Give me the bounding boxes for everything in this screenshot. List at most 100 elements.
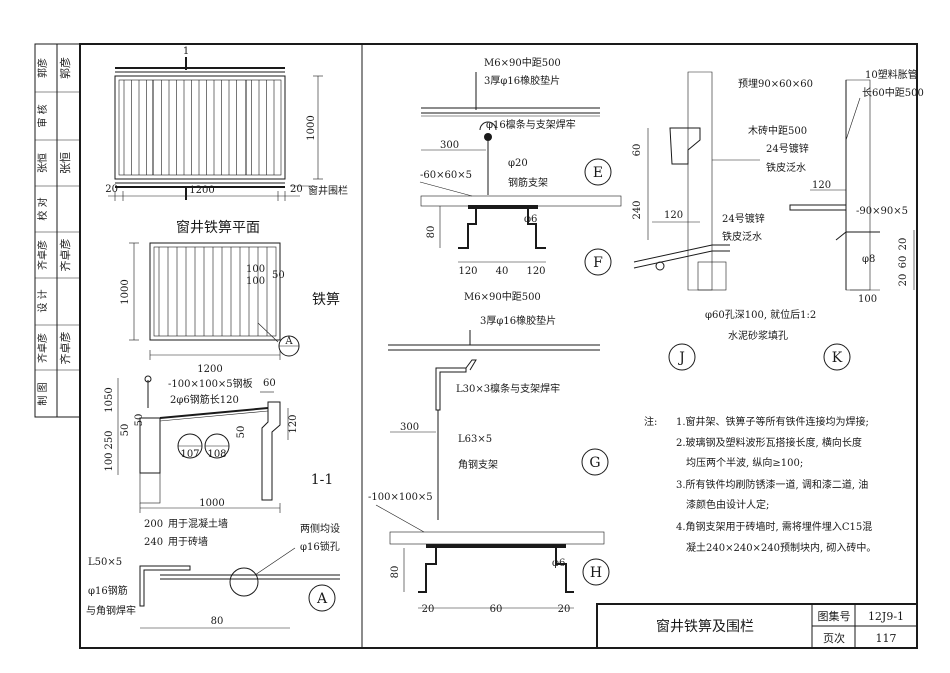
h-plate-label: -100×100×5 — [368, 492, 433, 503]
grate-dim-50: 50 — [272, 270, 285, 281]
k-pipe-label: 10塑料胀管 — [865, 68, 918, 81]
f-mark: F — [593, 255, 603, 271]
j-brick-label: 木砖中距500 — [748, 124, 807, 137]
plan-railing-label: 窗井围栏 — [308, 184, 348, 197]
k-dim-100: 100 — [858, 294, 877, 305]
sign-role-5: 设 计 — [36, 289, 49, 312]
f-mark-circle — [584, 248, 612, 276]
grate-title: 铁箅 — [312, 292, 340, 308]
f-dim-120a: 120 — [458, 266, 477, 277]
k-dim-120: 120 — [812, 180, 831, 191]
k-rod-label: φ8 — [862, 254, 875, 265]
e-mark-circle — [584, 158, 612, 186]
g-mark: G — [589, 455, 600, 471]
s11-title: 1-1 — [311, 472, 334, 488]
note-line-5: 4.角钢支架用于砖墙时, 需将埋件埋入C15混 — [676, 520, 872, 533]
e-weld-label: φ16檩条与支架焊牢 — [486, 118, 576, 131]
notes: 注: 1.窗井架、铁箅子等所有铁件连接均为焊接; 2.玻璃钢及塑料波形瓦搭接长度… — [644, 415, 876, 554]
f-rod-label: φ6 — [524, 214, 537, 225]
s11-dim-60: 60 — [263, 378, 276, 389]
section-1-1: -100×100×5钢板 2φ6钢筋长120 60 107 108 50 120… — [104, 375, 334, 548]
k-pipe-len: 长60中距500 — [862, 86, 924, 99]
g-dim-300: 300 — [400, 422, 419, 433]
e-rebar-support: 钢筋支架 — [508, 176, 548, 189]
page-no: 117 — [876, 632, 897, 645]
detail-f: φ6 80 120 40 120 F — [420, 195, 622, 277]
j-flash1-a: 24号镀锌 — [766, 142, 809, 155]
plan-title: 窗井铁箅平面 — [176, 219, 260, 236]
s11-plate-label: -100×100×5钢板 — [168, 377, 253, 390]
j-flash1-b: 铁皮泛水 — [766, 161, 806, 174]
a-weld-label: 与角钢焊牢 — [86, 604, 136, 617]
grate-dim-100b: 100 — [246, 276, 265, 287]
s11-brick-note: 用于砖墙 — [168, 535, 208, 548]
j-dim-240: 240 — [632, 200, 643, 219]
plan-view: 1 20 1200 20 1000 窗井围栏 窗井铁箅平面 — [105, 46, 348, 236]
j-embed-label: 预埋90×60×60 — [738, 78, 813, 90]
plan-section-mark: 1 — [183, 46, 189, 57]
k-dim-20b: 20 — [898, 274, 909, 287]
detail-h: -100×100×5 φ6 80 20 60 20 H — [368, 492, 610, 615]
notes-label: 注: — [644, 415, 657, 428]
s11-dim-100: 100 — [104, 452, 115, 471]
a-angle-label: L50×5 — [88, 557, 122, 568]
g-angle-label: L63×5 — [458, 434, 492, 445]
e-pad-label: 3厚φ16橡胶垫片 — [484, 74, 560, 87]
s11-dim-200: 200 — [144, 519, 163, 530]
sign-role-2: 张恒 — [36, 153, 49, 173]
s11-dim-1000: 1000 — [199, 498, 224, 509]
sign-signature-0: 郭彦 — [58, 57, 72, 79]
h-rod-label: φ6 — [552, 558, 565, 569]
h-mark-circle — [582, 558, 610, 586]
s11-dim-50b: 50 — [120, 424, 131, 437]
j-mark: J — [677, 350, 685, 366]
j-mortar-note: 水泥砂浆填孔 — [728, 329, 788, 342]
note-line-3: 3.所有铁件均刷防锈漆一道, 调和漆二道, 油 — [676, 478, 868, 491]
s11-dim-50a: 50 — [134, 414, 145, 427]
f-dim-120b: 120 — [526, 266, 545, 277]
plan-dim-left: 20 — [105, 184, 118, 195]
plan-dim-height: 1000 — [306, 115, 317, 140]
s11-dim-240: 240 — [144, 537, 163, 548]
j-mark-circle — [668, 343, 696, 371]
k-dim-20: 20 — [898, 238, 909, 251]
s11-ref-right: 108 — [207, 449, 226, 460]
sign-signature-2: 张恒 — [59, 152, 72, 174]
g-purlin-label: L30×3檩条与支架焊牢 — [456, 382, 560, 395]
plan-dim-right: 20 — [290, 184, 303, 195]
note-line-6: 凝土240×240×240预制块内, 砌入砖中。 — [686, 541, 876, 554]
detail-g: M6×90中距500 3厚φ16橡胶垫片 L30×3檩条与支架焊牢 300 L6… — [388, 290, 609, 520]
s11-rebar-label: 2φ6钢筋长120 — [170, 393, 239, 406]
j-hole-note: φ60孔深100, 就位后1:2 — [705, 308, 816, 321]
f-dim-80: 80 — [426, 226, 437, 239]
g-support-label: 角钢支架 — [458, 458, 498, 471]
a-mark-circle — [308, 584, 336, 612]
g-pad-label: 3厚φ16橡胶垫片 — [480, 314, 556, 327]
drawing-title: 窗井铁箅及围栏 — [656, 618, 754, 635]
note-line-4: 漆颜色由设计人定; — [686, 498, 769, 511]
grate-dim-100a: 100 — [246, 264, 265, 275]
e-mark: E — [593, 165, 603, 181]
sign-role-1: 审 核 — [36, 104, 49, 127]
atlas-no: 12J9-1 — [868, 610, 904, 623]
sign-role-6: 齐卓彦 — [36, 333, 49, 363]
a-dim-80: 80 — [211, 616, 224, 627]
h-mark: H — [590, 565, 602, 581]
note-line-1: 2.玻璃钢及塑料波形瓦搭接长度, 横向长度 — [676, 436, 862, 449]
j-flash2-a: 24号镀锌 — [722, 212, 765, 225]
e-dim-300: 300 — [440, 140, 459, 151]
s11-dim-250: 250 — [104, 430, 115, 449]
e-bolt-label: M6×90中距500 — [484, 56, 561, 69]
note-line-0: 1.窗井架、铁箅子等所有铁件连接均为焊接; — [676, 415, 869, 428]
s11-dim-120: 120 — [288, 414, 299, 433]
s11-dim-1050: 1050 — [104, 387, 115, 412]
k-dim-60: 60 — [898, 256, 909, 269]
f-dim-40: 40 — [496, 266, 509, 277]
k-plate-label: -90×90×5 — [856, 206, 908, 217]
k-mark-circle — [823, 343, 851, 371]
j-flash2-b: 铁皮泛水 — [722, 230, 762, 243]
title-block: 窗井铁箅及围栏 图集号 12J9-1 页次 117 — [596, 603, 918, 649]
g-bolt-label: M6×90中距500 — [464, 290, 541, 303]
e-plate-label: -60×60×5 — [420, 170, 472, 181]
